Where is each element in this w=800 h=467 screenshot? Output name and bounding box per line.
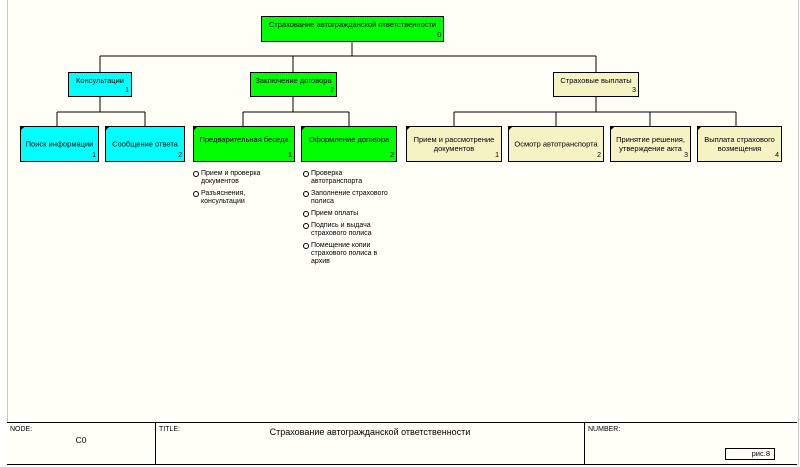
preliminary-talk-steps: Прием и проверка документов Разъяснения,… <box>193 170 293 210</box>
compensation-payout-box[interactable]: Выплата страхового возмещения 4 <box>697 126 782 162</box>
node-value: C0 <box>75 435 87 445</box>
vehicle-inspection-label: Осмотр автотранспорта <box>514 139 598 149</box>
title-caption: TITLE: <box>159 426 181 433</box>
contract-conclusion-label: Заключение договора <box>255 76 332 85</box>
list-item: Проверка автотранспорта <box>303 170 403 186</box>
list-item: Помещение копии страхового полиса в архи… <box>303 242 403 266</box>
node-caption: NODE: <box>10 426 33 433</box>
answer-message-box[interactable]: Сообщение ответа 2 <box>105 126 185 162</box>
consultations-box[interactable]: Консультации 1 <box>68 72 132 97</box>
consultations-label: Консультации <box>76 76 124 85</box>
info-search-box[interactable]: Поиск информации 1 <box>20 126 99 162</box>
docs-review-label: Прием и рассмотрение документов <box>413 135 495 153</box>
decision-approval-box[interactable]: Принятие решения, утверждение акта 3 <box>610 126 691 162</box>
figure-label: рис.8 <box>725 448 775 460</box>
contract-drafting-box[interactable]: Оформление договора 2 <box>301 126 397 162</box>
preliminary-talk-label: Предварительная беседа <box>199 135 289 144</box>
footer-title-cell: TITLE: Страхование автогражданской ответ… <box>156 423 585 464</box>
number-caption: NUMBER: <box>588 426 621 433</box>
info-search-number: 1 <box>92 152 96 159</box>
title-value: Страхование автогражданской ответственно… <box>269 427 471 437</box>
insurance-payments-box[interactable]: Страховые выплаты 3 <box>553 72 639 97</box>
list-item: Подпись и выдача страхового полиса <box>303 222 403 238</box>
preliminary-talk-number: 1 <box>288 152 292 159</box>
contract-conclusion-box[interactable]: Заключение договора 2 <box>250 72 337 97</box>
footer-number-cell: NUMBER: рис.8 <box>585 423 797 464</box>
insurance-payments-number: 3 <box>632 87 636 94</box>
diagram-canvas <box>7 0 799 465</box>
docs-review-number: 1 <box>495 152 499 159</box>
root-activity-box[interactable]: Страхование автогражданской ответственно… <box>261 16 444 42</box>
footer-node-cell: NODE: C0 <box>7 423 156 464</box>
preliminary-talk-box[interactable]: Предварительная беседа 1 <box>193 126 295 162</box>
answer-message-number: 2 <box>178 152 182 159</box>
docs-review-box[interactable]: Прием и рассмотрение документов 1 <box>406 126 502 162</box>
contract-drafting-steps: Проверка автотранспорта Заполнение страх… <box>303 170 403 270</box>
diagram-footer: NODE: C0 TITLE: Страхование автогражданс… <box>7 422 797 465</box>
vehicle-inspection-box[interactable]: Осмотр автотранспорта 2 <box>508 126 604 162</box>
compensation-payout-label: Выплата страхового возмещения <box>704 135 775 153</box>
list-item: Разъяснения, консультации <box>193 190 293 206</box>
vehicle-inspection-number: 2 <box>597 152 601 159</box>
decision-approval-label: Принятие решения, утверждение акта <box>616 135 685 153</box>
root-activity-number: 0 <box>437 32 441 39</box>
contract-drafting-number: 2 <box>390 152 394 159</box>
insurance-payments-label: Страховые выплаты <box>560 76 632 85</box>
answer-message-label: Сообщение ответа <box>112 139 178 149</box>
compensation-payout-number: 4 <box>775 152 779 159</box>
list-item: Прием оплаты <box>303 210 403 218</box>
list-item: Прием и проверка документов <box>193 170 293 186</box>
consultations-number: 1 <box>125 87 129 94</box>
contract-drafting-label: Оформление договора <box>308 135 390 144</box>
root-activity-label: Страхование автогражданской ответственно… <box>268 20 437 29</box>
contract-conclusion-number: 2 <box>330 87 334 94</box>
decision-approval-number: 3 <box>684 152 688 159</box>
info-search-label: Поиск информации <box>25 139 94 149</box>
list-item: Заполнение страхового полиса <box>303 190 403 206</box>
